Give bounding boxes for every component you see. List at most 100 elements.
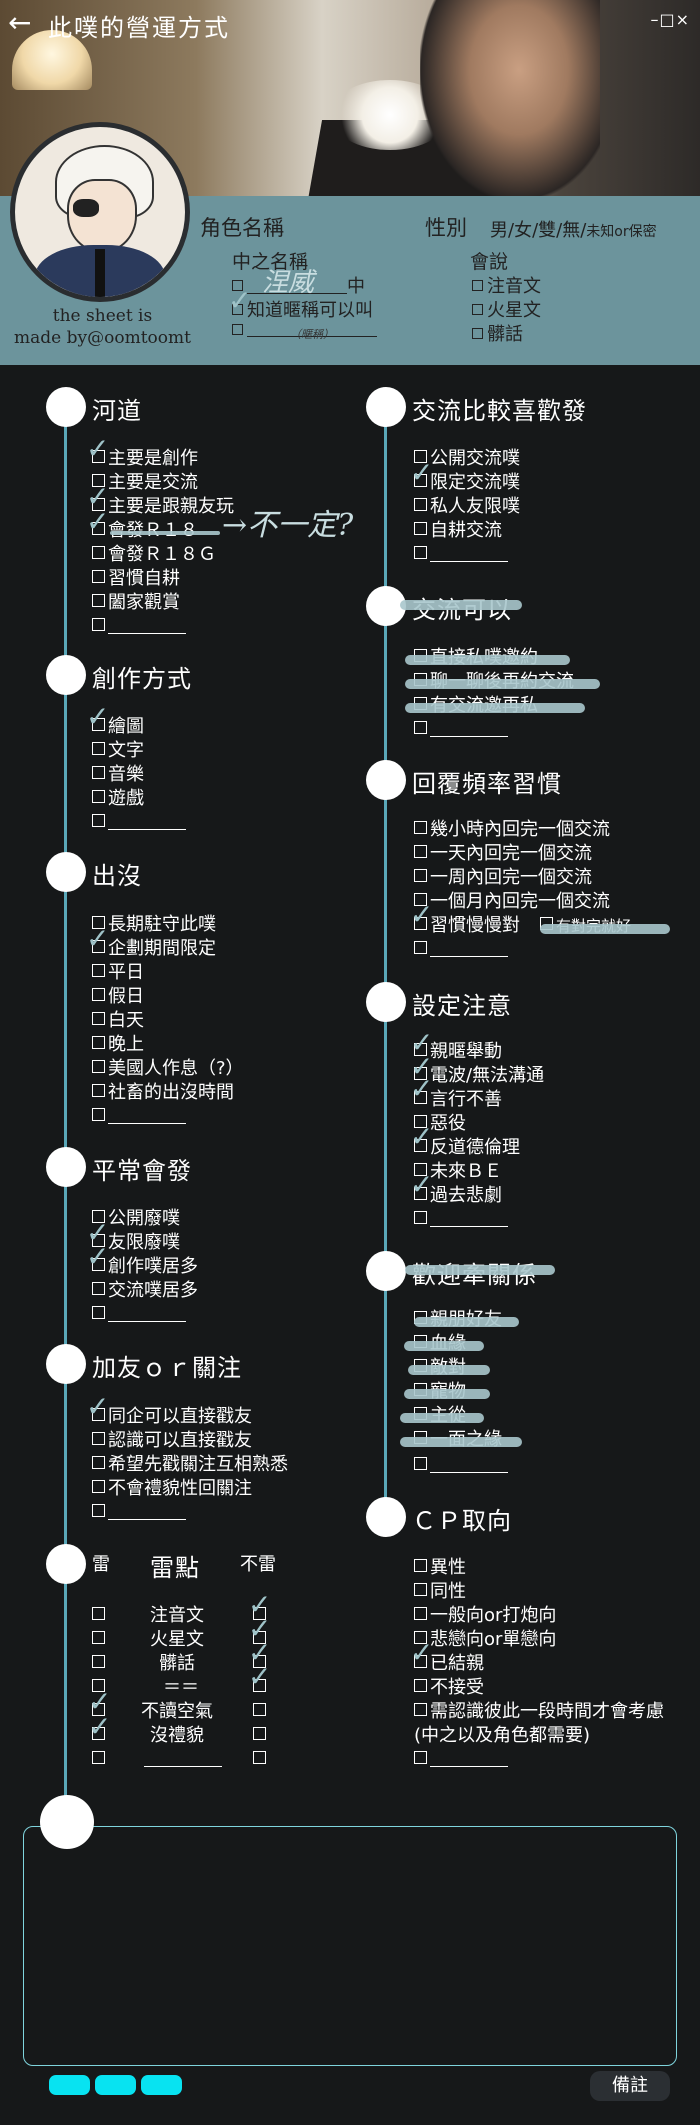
mines-row[interactable] bbox=[92, 1604, 108, 1628]
list-item[interactable]: 假日 bbox=[92, 985, 144, 1009]
mines-row-label: 沒禮貌 bbox=[150, 1725, 204, 1746]
strikethrough-mark bbox=[400, 1437, 522, 1447]
list-item-blank[interactable] bbox=[414, 1748, 508, 1772]
remark-button[interactable]: 備註 bbox=[590, 2071, 670, 2101]
list-item[interactable]: 習慣慢慢對 bbox=[414, 914, 520, 938]
section-title-settings: 設定注意 bbox=[412, 992, 512, 1020]
list-item[interactable]: 一周內回完一個交流 bbox=[414, 866, 592, 890]
mines-row[interactable] bbox=[92, 1724, 108, 1748]
list-item[interactable]: 主要是跟親友玩 bbox=[92, 495, 234, 519]
list-item[interactable]: 社畜的出沒時間 bbox=[92, 1081, 234, 1105]
list-item[interactable]: 言行不善 bbox=[414, 1088, 502, 1112]
list-item[interactable]: 認識可以直接戳友 bbox=[92, 1429, 252, 1453]
list-item[interactable]: 長期駐守此噗 bbox=[92, 913, 216, 937]
nickname-field: 中 bbox=[232, 272, 365, 298]
back-arrow-icon[interactable]: ← bbox=[8, 6, 32, 39]
checkmark-icon: ✓ bbox=[410, 1168, 434, 1201]
list-item[interactable]: 一天內回完一個交流 bbox=[414, 842, 592, 866]
mines-row[interactable] bbox=[92, 1652, 108, 1676]
checkmark-icon: ✓ bbox=[88, 1685, 112, 1718]
mines-row[interactable] bbox=[253, 1700, 269, 1724]
tab-pill-3[interactable] bbox=[141, 2075, 182, 2095]
list-item[interactable]: 創作噗居多 bbox=[92, 1255, 198, 1279]
mines-row[interactable] bbox=[253, 1652, 269, 1676]
list-item[interactable]: 同性 bbox=[414, 1580, 466, 1604]
list-item[interactable]: 美國人作息（?） bbox=[92, 1057, 244, 1081]
right-timeline bbox=[384, 420, 387, 1530]
list-item-blank[interactable] bbox=[414, 718, 508, 742]
section-dot bbox=[366, 586, 406, 626]
list-item[interactable]: 自耕交流 bbox=[414, 519, 502, 543]
list-item[interactable]: 習慣自耕 bbox=[92, 567, 180, 591]
list-item[interactable]: 一般向or打炮向 bbox=[414, 1604, 556, 1628]
strikethrough-mark bbox=[540, 924, 670, 934]
list-item[interactable]: 親暱舉動 bbox=[414, 1040, 502, 1064]
mines-row[interactable] bbox=[92, 1700, 108, 1724]
checkmark-icon: ✓ bbox=[86, 505, 110, 538]
list-item[interactable]: 未來ＢＥ bbox=[414, 1160, 502, 1184]
list-item[interactable]: 平日 bbox=[92, 961, 144, 985]
list-item[interactable]: 需認識彼此一段時間才會考慮 bbox=[414, 1700, 664, 1724]
tab-pill-2[interactable] bbox=[95, 2075, 136, 2095]
list-item[interactable]: 公開廢噗 bbox=[92, 1207, 180, 1231]
list-item[interactable]: 幾小時內回完一個交流 bbox=[414, 818, 610, 842]
list-item[interactable]: 友限廢噗 bbox=[92, 1231, 180, 1255]
list-item-blank[interactable] bbox=[92, 1105, 186, 1129]
list-item[interactable]: 一個月內回完一個交流 bbox=[414, 890, 610, 914]
list-item[interactable]: 遊戲 bbox=[92, 787, 144, 811]
list-item-blank[interactable] bbox=[92, 811, 186, 835]
mines-row-blank[interactable] bbox=[92, 1748, 108, 1772]
list-item[interactable]: 異性 bbox=[414, 1556, 466, 1580]
mines-row[interactable] bbox=[253, 1676, 269, 1700]
mines-row-blank[interactable] bbox=[253, 1748, 269, 1772]
list-item[interactable]: 交流噗居多 bbox=[92, 1279, 198, 1303]
list-item[interactable]: 悲戀向or單戀向 bbox=[414, 1628, 556, 1652]
list-item[interactable]: 主要是交流 bbox=[92, 471, 198, 495]
list-item[interactable]: 音樂 bbox=[92, 763, 144, 787]
list-item-blank[interactable] bbox=[414, 938, 508, 962]
list-item[interactable]: 已結親 bbox=[414, 1652, 484, 1676]
list-item-blank[interactable] bbox=[414, 1454, 508, 1478]
strikethrough-mark bbox=[405, 679, 600, 689]
strikethrough-mark bbox=[405, 655, 570, 665]
mines-row[interactable] bbox=[253, 1628, 269, 1652]
list-item[interactable]: 闔家觀賞 bbox=[92, 591, 180, 615]
list-item[interactable]: 同企可以直接戳友 bbox=[92, 1405, 252, 1429]
list-item[interactable]: 電波/無法溝通 bbox=[414, 1064, 544, 1088]
list-item-blank[interactable] bbox=[92, 1303, 186, 1327]
list-item[interactable]: 會發Ｒ１８ bbox=[92, 519, 198, 543]
section-title-usual: 平常會發 bbox=[92, 1157, 192, 1185]
list-item[interactable]: 私人友限噗 bbox=[414, 495, 520, 519]
mines-row[interactable] bbox=[253, 1724, 269, 1748]
list-item[interactable]: 限定交流噗 bbox=[414, 471, 520, 495]
page-title: 此噗的營運方式 bbox=[48, 14, 230, 42]
list-item[interactable]: 公開交流噗 bbox=[414, 447, 520, 471]
notes-box[interactable] bbox=[23, 1826, 677, 2066]
list-item-blank[interactable] bbox=[92, 615, 186, 639]
list-item-blank[interactable] bbox=[414, 1208, 508, 1232]
mines-row[interactable] bbox=[253, 1604, 269, 1628]
tab-pill-1[interactable] bbox=[49, 2075, 90, 2095]
list-item[interactable]: 希望先戳關注互相熟悉 bbox=[92, 1453, 288, 1477]
list-item[interactable]: 主要是創作 bbox=[92, 447, 198, 471]
mines-row[interactable] bbox=[92, 1676, 108, 1700]
list-item[interactable]: 反道德倫理 bbox=[414, 1136, 520, 1160]
list-item[interactable]: 企劃期間限定 bbox=[92, 937, 216, 961]
list-item[interactable]: 文字 bbox=[92, 739, 144, 763]
list-item[interactable]: 繪圖 bbox=[92, 715, 144, 739]
list-item[interactable]: 不會禮貌性回關注 bbox=[92, 1477, 252, 1501]
mines-row[interactable] bbox=[92, 1628, 108, 1652]
list-item[interactable]: 惡役 bbox=[414, 1112, 466, 1136]
section-dot bbox=[46, 655, 86, 695]
list-item[interactable]: 過去悲劇 bbox=[414, 1184, 502, 1208]
list-item[interactable]: 會發Ｒ１８Ｇ bbox=[92, 543, 216, 567]
strikethrough-mark bbox=[404, 1341, 484, 1351]
list-item-blank[interactable] bbox=[414, 543, 508, 567]
nickname-label: 中之名稱 bbox=[232, 251, 309, 273]
window-controls-icon[interactable]: –□× bbox=[650, 10, 690, 29]
list-item-blank[interactable] bbox=[92, 1501, 186, 1525]
list-item[interactable]: 白天 bbox=[92, 1009, 144, 1033]
list-item[interactable]: 晚上 bbox=[92, 1033, 144, 1057]
lang-item: 髒話 bbox=[472, 320, 523, 346]
list-item[interactable]: 不接受 bbox=[414, 1676, 484, 1700]
